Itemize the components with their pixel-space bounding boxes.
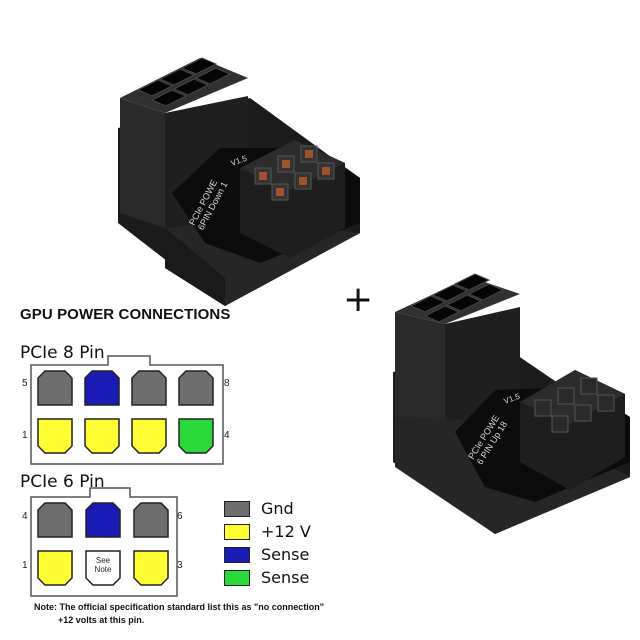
pin-six-top-2-gnd: [133, 502, 169, 538]
plus-sign: +: [343, 279, 374, 320]
pin-eight-top-3-gnd: [178, 370, 214, 406]
pin-six-bottom-2-12v: [133, 550, 169, 586]
pin-eight-bottom-0-12v: [37, 418, 73, 454]
pcie-8pin-diagram: [30, 355, 224, 465]
pin-label-1: 1: [22, 430, 28, 441]
legend-swatch-gnd: [224, 501, 250, 517]
legend-label-12v: +12 V: [261, 522, 311, 541]
legend-label-sense-green: Sense: [261, 568, 310, 587]
pcie-6pin-title: PCIe 6 Pin: [20, 472, 105, 492]
pin-label-1-six: 1: [22, 560, 28, 571]
legend-label-sense: Sense: [261, 545, 310, 564]
pin-label-6-six: 6: [177, 511, 183, 522]
pin-eight-bottom-3-sense2: [178, 418, 214, 454]
note-text: Note: The official specification standar…: [34, 601, 324, 627]
pin-eight-top-2-gnd: [131, 370, 167, 406]
pin-six-top-1-sense: [85, 502, 121, 538]
note-pin-label-1: Note: [95, 565, 112, 574]
pin-six-bottom-0-12v: [37, 550, 73, 586]
pin-label-4: 4: [224, 430, 230, 441]
pin-eight-bottom-1-12v: [84, 418, 120, 454]
pin-label-5: 5: [22, 378, 28, 389]
note-pin-label-0: See: [96, 556, 111, 565]
pin-eight-bottom-2-12v: [131, 418, 167, 454]
pin-label-8: 8: [224, 378, 230, 389]
pin-six-bottom-1-note: [85, 550, 121, 586]
pin-eight-top-0-gnd: [37, 370, 73, 406]
pin-six-top-0-gnd: [37, 502, 73, 538]
legend-label-gnd: Gnd: [261, 499, 294, 518]
diagram-title: GPU POWER CONNECTIONS: [20, 306, 231, 323]
pin-label-3-six: 3: [177, 560, 183, 571]
adapter-up-image: PCIe POWE 6 PIN Up 18 V1.5: [385, 262, 635, 537]
legend-swatch-sense-green: [224, 570, 250, 586]
note-line-2: +12 volts at this pin.: [58, 615, 145, 625]
pcie-8pin-title: PCIe 8 Pin: [20, 343, 105, 363]
adapter-down-image: PCIe POWE 6PIN Down 1 V1.5: [110, 28, 370, 313]
note-line-1: Note: The official specification standar…: [34, 602, 325, 612]
pin-eight-top-1-sense: [84, 370, 120, 406]
legend-swatch-12v: [224, 524, 250, 540]
legend-swatch-sense: [224, 547, 250, 563]
pin-label-4-six: 4: [22, 511, 28, 522]
